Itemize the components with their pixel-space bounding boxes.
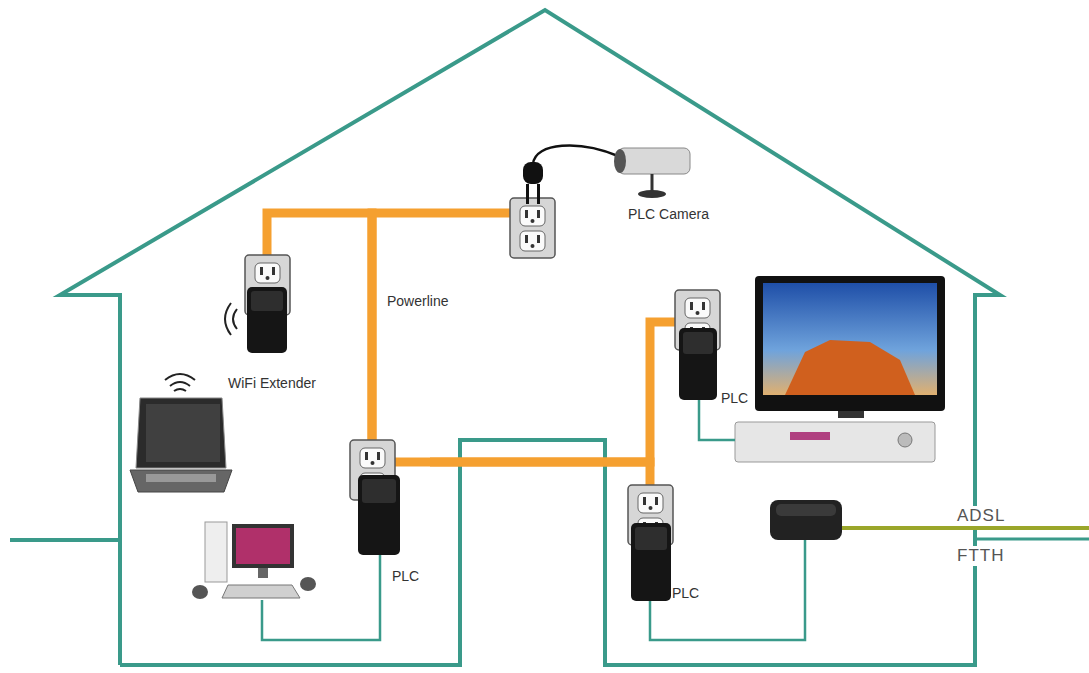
- ethernet-cable: [699, 400, 735, 440]
- socket-slot: [643, 497, 646, 505]
- pc-monitor: [232, 524, 294, 568]
- ethernet-cable: [262, 555, 380, 640]
- device-art: [628, 485, 713, 610]
- power-plug: [523, 162, 543, 184]
- device-label: PLC: [672, 585, 699, 601]
- device-label: PLC: [721, 390, 748, 406]
- adsl-line: [840, 526, 1089, 530]
- socket-slot: [702, 302, 705, 310]
- socket-ground: [696, 311, 700, 315]
- plug-prong: [526, 184, 529, 204]
- socket-slot: [525, 235, 528, 243]
- socket-slot: [377, 452, 380, 460]
- plc-adapter: [247, 287, 287, 353]
- socket-ground: [371, 461, 375, 465]
- device-label: PLC: [392, 568, 419, 584]
- device-art: [350, 440, 430, 590]
- outlet-socket: [685, 298, 710, 318]
- plc-adapter-node: PLC: [628, 485, 713, 610]
- powerline-wire: [430, 322, 675, 462]
- socket-slot: [690, 302, 693, 310]
- socket-slot: [537, 235, 540, 243]
- powerline-wire: [372, 213, 510, 440]
- laptop-keys: [146, 474, 216, 482]
- camera-base: [638, 190, 666, 198]
- tv-stand: [838, 411, 864, 418]
- socket-ground: [649, 506, 653, 510]
- router-top: [776, 504, 836, 516]
- laptop-base: [130, 470, 232, 492]
- dvd-knob: [898, 433, 912, 447]
- camera-stand: [651, 174, 654, 192]
- pc-speaker: [192, 585, 208, 599]
- wifi-extender-node: WiFi Extender: [225, 255, 365, 395]
- tv-screen: [763, 283, 937, 395]
- powerline-stub: [395, 458, 430, 467]
- socket-ground: [531, 219, 535, 223]
- laptop-screen: [136, 398, 226, 468]
- outlet-socket: [520, 231, 545, 251]
- pc-keyboard: [222, 585, 300, 598]
- wifi-waves: [165, 374, 195, 391]
- plc-adapter: [631, 523, 671, 601]
- device-label: PLC Camera: [628, 206, 709, 222]
- pc-stand: [258, 568, 268, 578]
- powerline-wire: [430, 462, 650, 485]
- tv-frame: [755, 276, 945, 411]
- laptop-display: [146, 404, 220, 462]
- plc-adapter-node: PLC: [350, 440, 430, 590]
- camera-lens: [614, 149, 626, 173]
- camera-cable: [533, 146, 618, 164]
- medium-label: Powerline: [385, 293, 450, 310]
- plc-adapter: [358, 475, 400, 555]
- pc-speaker: [300, 577, 316, 591]
- device-label: WiFi Extender: [228, 375, 316, 391]
- label-holder: Powerline: [385, 292, 450, 310]
- outlet-socket: [638, 493, 663, 513]
- label-holder: ADSL: [955, 506, 1007, 526]
- house-outline: [10, 10, 1000, 665]
- outlet-socket: [255, 263, 280, 283]
- adapter-face: [251, 291, 283, 311]
- socket-slot: [655, 497, 658, 505]
- device-art: [225, 255, 365, 395]
- label-holder: FTTH: [955, 546, 1006, 566]
- pc-tower: [205, 522, 227, 582]
- socket-slot: [525, 210, 528, 218]
- adapter-face: [362, 479, 396, 503]
- camera-node: PLC Camera: [510, 140, 725, 275]
- router: [770, 500, 842, 540]
- line-type-label: FTTH: [955, 546, 1006, 566]
- camera-body: [618, 148, 690, 174]
- plug-prong: [537, 184, 540, 204]
- outlet-socket: [360, 448, 385, 468]
- adapter-face: [683, 332, 713, 354]
- ethernet-cable: [650, 540, 805, 640]
- adapter-face: [635, 527, 667, 550]
- socket-ground: [531, 244, 535, 248]
- pc-screen: [236, 528, 290, 564]
- plc-adapter-node: PLC: [675, 290, 760, 415]
- dvd-display: [790, 432, 830, 440]
- socket-slot: [365, 452, 368, 460]
- socket-slot: [272, 267, 275, 275]
- outlet-plate: [510, 198, 555, 258]
- dvd-player: [735, 422, 935, 462]
- plc-adapter: [679, 328, 717, 400]
- outlet-socket: [520, 206, 545, 226]
- socket-ground: [266, 276, 270, 280]
- line-type-label: ADSL: [955, 506, 1007, 526]
- socket-slot: [537, 210, 540, 218]
- ftth-line: [975, 538, 1089, 541]
- wifi-waves: [225, 303, 237, 335]
- socket-slot: [260, 267, 263, 275]
- tv-rock: [785, 340, 915, 395]
